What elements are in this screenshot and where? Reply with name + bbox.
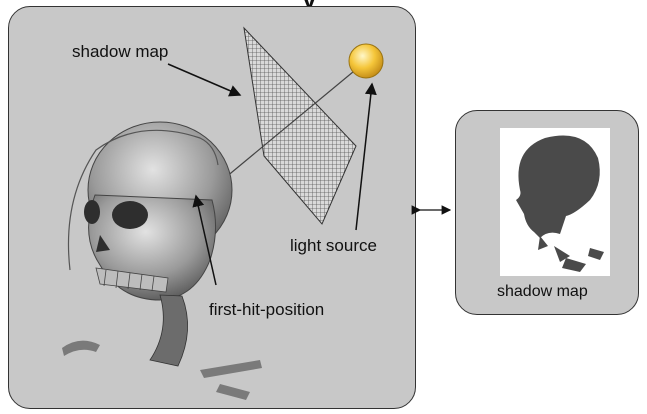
arrow-light-source — [355, 82, 377, 231]
arrow-first-hit — [192, 194, 217, 286]
skull-render-icon — [62, 121, 262, 400]
arrow-shadow-map — [167, 63, 242, 97]
shadow-map-grid-icon — [243, 26, 357, 225]
light-source-sphere-icon — [348, 43, 384, 79]
first-hit-position-label: first-hit-position — [209, 300, 325, 319]
shadow-silhouette-icon — [500, 128, 610, 276]
light-source-label: light source — [290, 236, 377, 255]
shadow-map-panel-label: shadow map — [497, 283, 588, 300]
shadow-map-label: shadow map — [72, 42, 169, 61]
